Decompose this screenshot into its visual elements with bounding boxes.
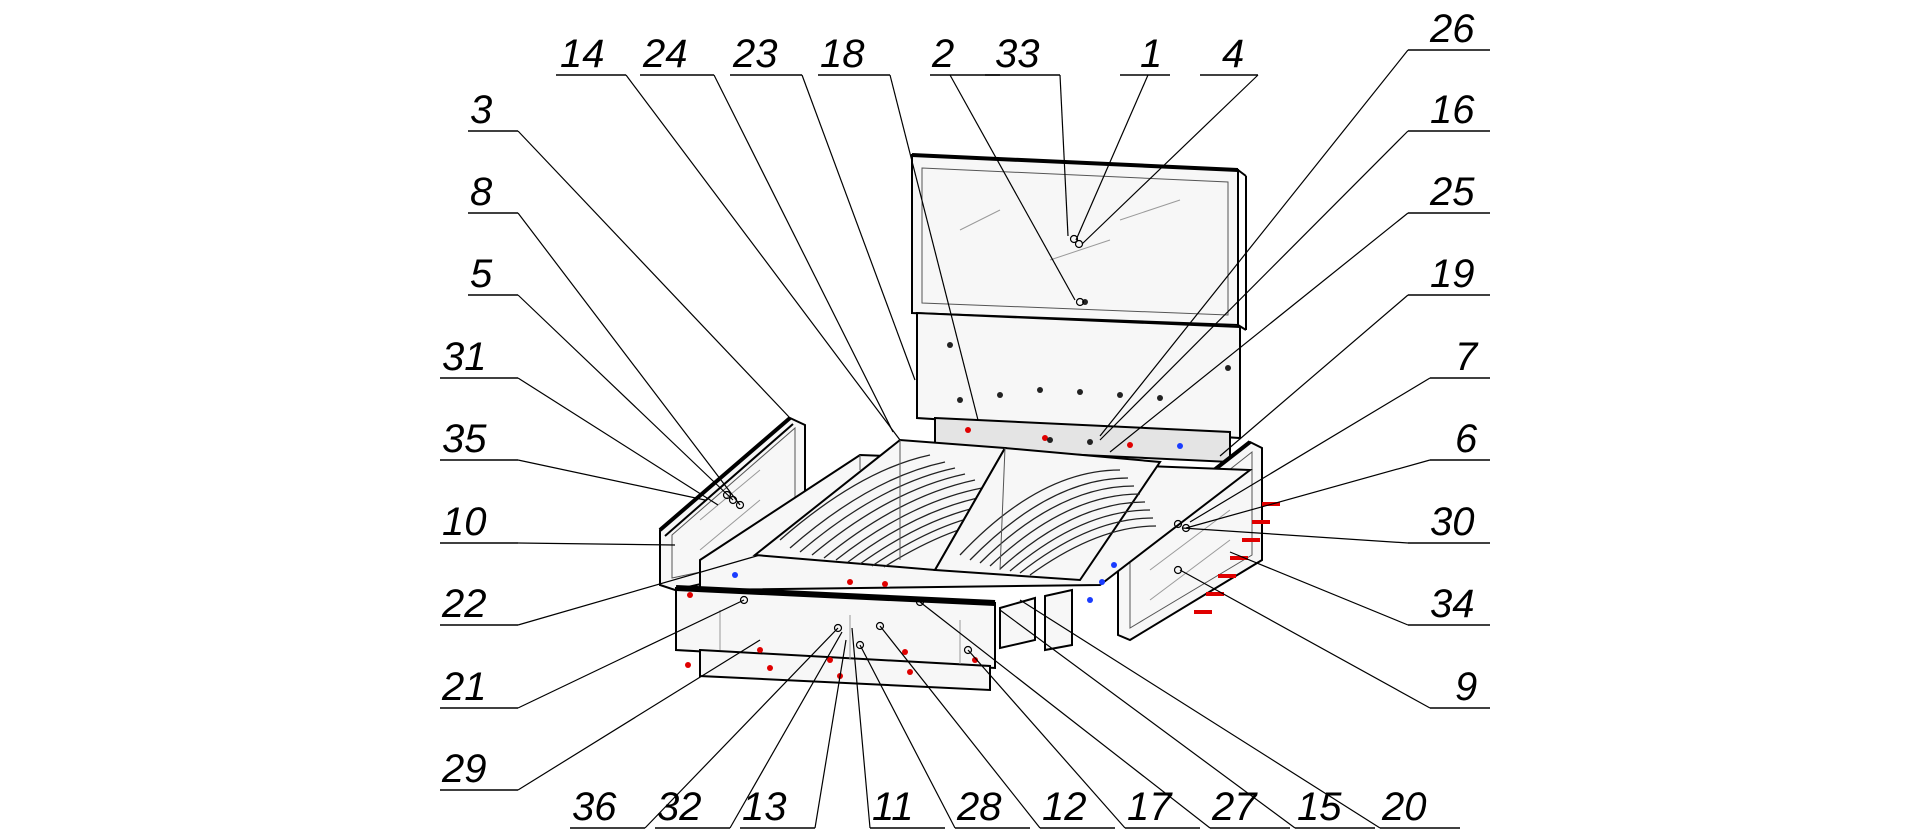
label-18: 18 xyxy=(820,32,865,76)
label-5: 5 xyxy=(470,252,493,296)
label-30: 30 xyxy=(1430,500,1475,544)
blue-fasteners xyxy=(732,443,1183,603)
label-35: 35 xyxy=(442,417,487,461)
label-11: 11 xyxy=(872,785,914,829)
back-panel xyxy=(916,311,1241,464)
fasteners xyxy=(685,299,1280,679)
label-15: 15 xyxy=(1297,785,1342,829)
footboard xyxy=(675,585,1073,692)
label-31: 31 xyxy=(442,335,487,379)
label-28: 28 xyxy=(956,785,1002,829)
label-16: 16 xyxy=(1430,88,1475,132)
label-34: 34 xyxy=(1430,582,1475,626)
label-6: 6 xyxy=(1455,417,1478,461)
label-3: 3 xyxy=(470,88,492,132)
slat-base-right xyxy=(933,446,1162,582)
label-25: 25 xyxy=(1429,170,1475,214)
label-10: 10 xyxy=(442,500,487,544)
label-27: 27 xyxy=(1211,785,1258,829)
label-7: 7 xyxy=(1455,335,1479,379)
red-fasteners xyxy=(685,427,1280,679)
label-13: 13 xyxy=(742,785,787,829)
label-12: 12 xyxy=(1042,785,1087,829)
slat-base-left xyxy=(752,438,1007,572)
label-14: 14 xyxy=(560,32,605,76)
label-1: 1 xyxy=(1140,32,1162,76)
label-9: 9 xyxy=(1455,665,1477,709)
label-20: 20 xyxy=(1381,785,1427,829)
headboard xyxy=(911,153,1247,331)
label-36: 36 xyxy=(572,785,617,829)
label-24: 24 xyxy=(642,32,688,76)
label-4: 4 xyxy=(1222,32,1244,76)
label-32: 32 xyxy=(657,785,702,829)
label-26: 26 xyxy=(1429,7,1475,51)
label-33: 33 xyxy=(995,32,1040,76)
label-21: 21 xyxy=(441,665,487,709)
callout-labels: 14 24 23 18 2 33 1 4 3 8 5 31 35 10 22 2… xyxy=(440,7,1490,829)
label-17: 17 xyxy=(1127,785,1173,829)
label-23: 23 xyxy=(732,32,778,76)
label-19: 19 xyxy=(1430,252,1475,296)
label-22: 22 xyxy=(441,582,487,626)
bed-exploded-drawing xyxy=(658,153,1280,692)
label-8: 8 xyxy=(470,170,493,214)
label-2: 2 xyxy=(931,32,954,76)
label-29: 29 xyxy=(441,747,487,791)
